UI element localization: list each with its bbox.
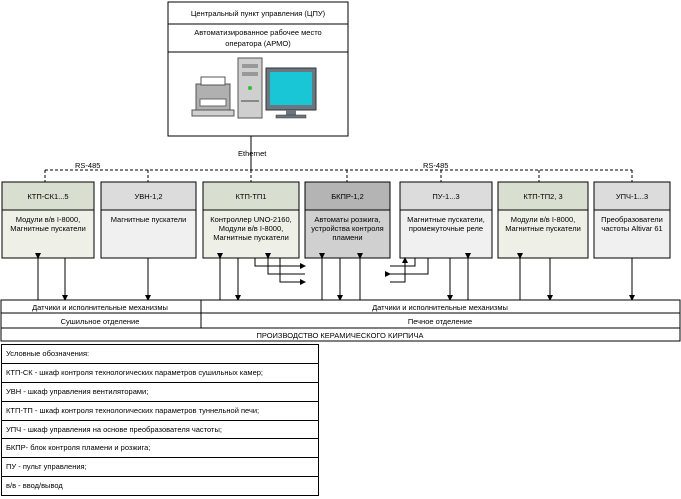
rs485-label-left: RS-485	[75, 161, 100, 170]
legend-item: КТП-СК - шкаф контроля технологических п…	[2, 364, 318, 383]
monitor-icon	[265, 67, 317, 119]
cabinet-description: Автоматы розжига,	[314, 215, 380, 224]
cabinet-title: УВН-1,2	[134, 192, 162, 201]
cabinet-description: пламени	[332, 233, 362, 242]
cabinet-title-cell	[1, 181, 95, 211]
cabinet-description: частоты Altivar 61	[601, 224, 662, 233]
cabinet-body-cell	[497, 209, 589, 259]
production-label: ПРОИЗВОДСТВО КЕРАМИЧЕСКОГО КИРПИЧА	[256, 331, 423, 340]
legend-item: КТП-ТП - шкаф контроля технологических п…	[2, 402, 318, 421]
drying-section-label: Сушильное отделение	[61, 317, 140, 326]
production-floor	[0, 299, 681, 342]
cabinet-description: Контроллер UNO-2160,	[210, 215, 291, 224]
cabinet-body-cell	[399, 209, 493, 259]
legend-item: БКПР- блок контроля пламени и розжига;	[2, 439, 318, 459]
cabinet-ktp-tp2-3: КТП-ТП2, 3 Модули в/в I-8000,Магнитные пу…	[497, 181, 589, 259]
cabinet-description: промежуточные реле	[409, 224, 483, 233]
cabinet-description: Модули в/в I-8000,	[16, 215, 80, 224]
cabinet-description: Модули в/в I-8000,	[511, 215, 575, 224]
legend-item: ПУ - пульт управления;	[2, 458, 318, 478]
armo-line-1: Автоматизированное рабочее место	[194, 28, 321, 37]
cpu-title: Центральный пункт управления (ЦПУ)	[191, 9, 326, 18]
cabinet-title-cell	[304, 181, 391, 211]
cabinet-description: Магнитные пускатели	[10, 224, 86, 233]
cabinet-description: Магнитные пускатели	[213, 233, 289, 242]
cpu-block: Центральный пункт управления (ЦПУ) Автом…	[167, 1, 349, 137]
cabinet-description: Модули в/в I-8000,	[219, 224, 283, 233]
cabinet-body-cell	[304, 209, 391, 259]
cabinet-description: Магнитные пускатели	[505, 224, 581, 233]
cabinet-description: Магнитные пускатели,	[407, 215, 485, 224]
cabinet-title: УПЧ-1...3	[616, 192, 648, 201]
cabinet-title: ПУ-1...3	[432, 192, 459, 201]
sensors-right-label: Датчики и исполнительные механизмы	[372, 303, 508, 312]
legend-item: УВН - шкаф управления вентиляторами;	[2, 383, 318, 402]
ethernet-label: Ethernet	[238, 149, 267, 158]
cabinet-title: БКПР-1,2	[331, 192, 364, 201]
cabinet-title-cell	[202, 181, 300, 211]
cabinet-title: КТП-СК1...5	[27, 192, 68, 201]
cabinet-title: КТП-ТП1	[236, 192, 267, 201]
rs485-label-right: RS-485	[423, 161, 448, 170]
cabinet-body-cell	[202, 209, 300, 259]
legend-item: УПЧ - шкаф управления на основе преобраз…	[2, 421, 318, 440]
cabinet-title-cell	[399, 181, 493, 211]
cabinet-body-cell	[593, 209, 671, 259]
kiln-section-label: Печное отделение	[408, 317, 472, 326]
legend-item: в/в - ввод/вывод	[6, 481, 63, 491]
legend-table: Условные обозначения:КТП-СК - шкаф контр…	[1, 344, 319, 496]
cabinet-description: Преобразователи	[601, 215, 663, 224]
cabinet-title: КТП-ТП2, 3	[523, 192, 562, 201]
legend-heading: Условные обозначения:	[2, 345, 318, 364]
cabinet-body-cell	[1, 209, 95, 259]
armo-line-2: оператора (АРМО)	[225, 39, 291, 48]
cabinet-description: устройства контроля	[311, 224, 383, 233]
field-connections	[35, 253, 635, 301]
sensors-left-label: Датчики и исполнительные механизмы	[32, 303, 168, 312]
printer-icon	[191, 76, 235, 117]
cabinet-title-cell	[593, 181, 671, 211]
computer-tower-icon	[237, 57, 263, 119]
cabinet-title-cell	[497, 181, 589, 211]
cabinet-body-cell	[100, 209, 197, 259]
cabinet-description: Магнитные пускатели	[111, 215, 187, 224]
rs485-bus	[44, 169, 633, 182]
